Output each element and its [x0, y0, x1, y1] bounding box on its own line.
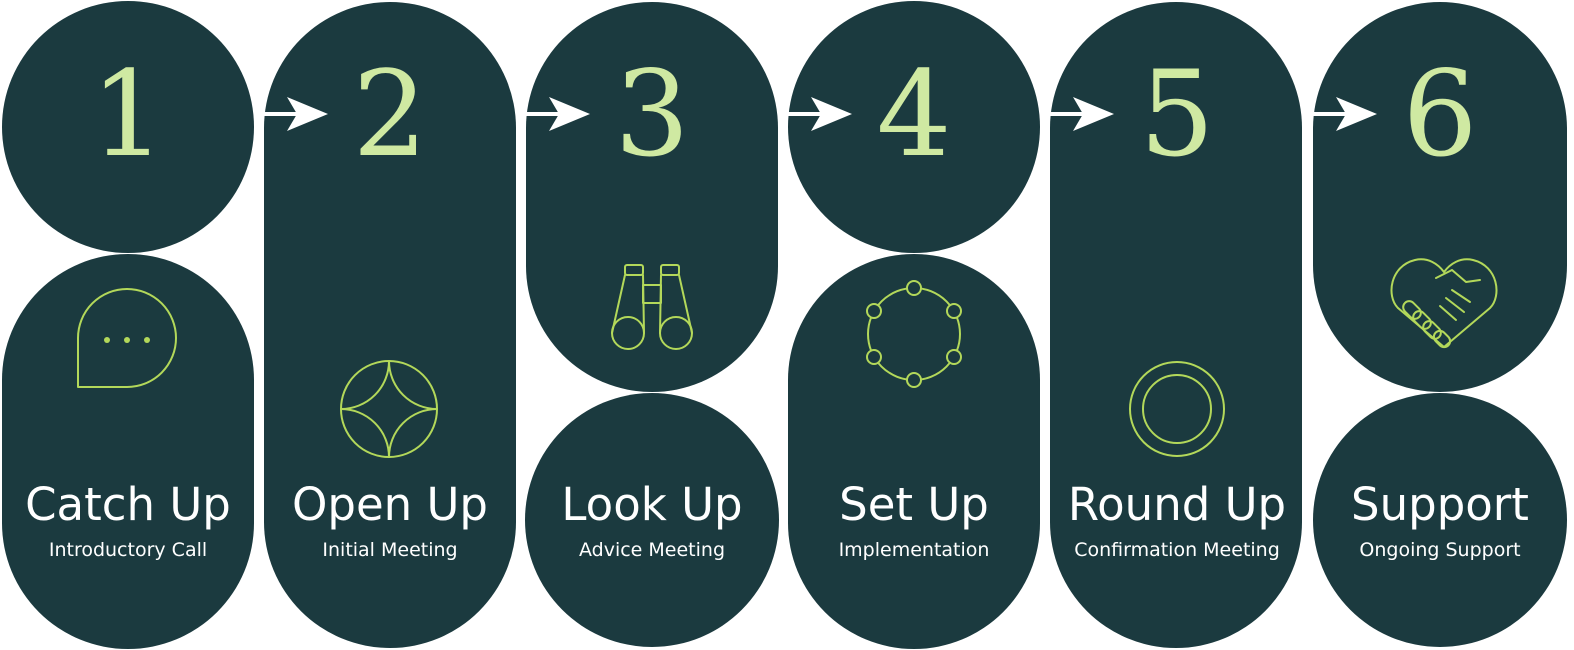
step-6: 6 Support Ongoing Support: [1313, 2, 1567, 647]
step-3: 3 Look Up Advice Meeting: [525, 2, 779, 647]
step-4-title: Set Up: [839, 478, 989, 531]
step-6-subtitle: Ongoing Support: [1359, 539, 1520, 561]
step-6-number: 6: [1402, 45, 1477, 183]
step-4-subtitle: Implementation: [839, 539, 990, 561]
step-4-number: 4: [876, 45, 951, 183]
step-5-title: Round Up: [1068, 478, 1286, 531]
step-3-title: Look Up: [561, 478, 742, 531]
step-2: 2 Open Up Initial Meeting: [264, 2, 516, 648]
step-2-subtitle: Initial Meeting: [322, 539, 457, 561]
step-1-title: Catch Up: [25, 478, 231, 531]
handshake-heart-icon: [1390, 258, 1498, 349]
step-5-subtitle: Confirmation Meeting: [1074, 539, 1280, 561]
step-4-number-circle: [788, 1, 1040, 253]
arrow-3-to-4: [786, 97, 852, 131]
step-3-subtitle: Advice Meeting: [579, 539, 725, 561]
step-3-label-circle: [525, 393, 779, 647]
four-point-star-icon: [340, 360, 438, 458]
step-1-subtitle: Introductory Call: [49, 539, 207, 561]
step-4-capsule: [788, 254, 1040, 649]
binoculars-icon: [611, 264, 693, 350]
step-2-number: 2: [352, 45, 427, 183]
step-1-number-circle: [2, 1, 254, 253]
step-5: 5 Round Up Confirmation Meeting: [1050, 2, 1302, 648]
arrow-4-to-5: [1048, 97, 1114, 131]
double-ring-icon: [1129, 361, 1225, 457]
step-1-capsule: [2, 254, 254, 649]
node-circle-icon: [866, 280, 962, 388]
step-6-label-circle: [1313, 393, 1567, 647]
step-2-capsule: [264, 2, 516, 648]
arrow-5-to-6: [1311, 97, 1377, 131]
step-3-capsule: [526, 2, 778, 392]
step-2-title: Open Up: [292, 478, 488, 531]
step-3-number: 3: [614, 45, 689, 183]
step-6-capsule: [1313, 2, 1567, 392]
step-5-number: 5: [1139, 45, 1214, 183]
step-1: 1 Catch Up Introductory Call: [2, 1, 254, 649]
step-6-title: Support: [1351, 478, 1529, 531]
chat-bubble-icon: [77, 288, 177, 388]
step-5-capsule: [1050, 2, 1302, 648]
arrow-1-to-2: [262, 97, 328, 131]
step-4: 4 Set Up Implementation: [788, 1, 1040, 649]
step-1-number: 1: [90, 45, 165, 183]
arrow-2-to-3: [524, 97, 590, 131]
